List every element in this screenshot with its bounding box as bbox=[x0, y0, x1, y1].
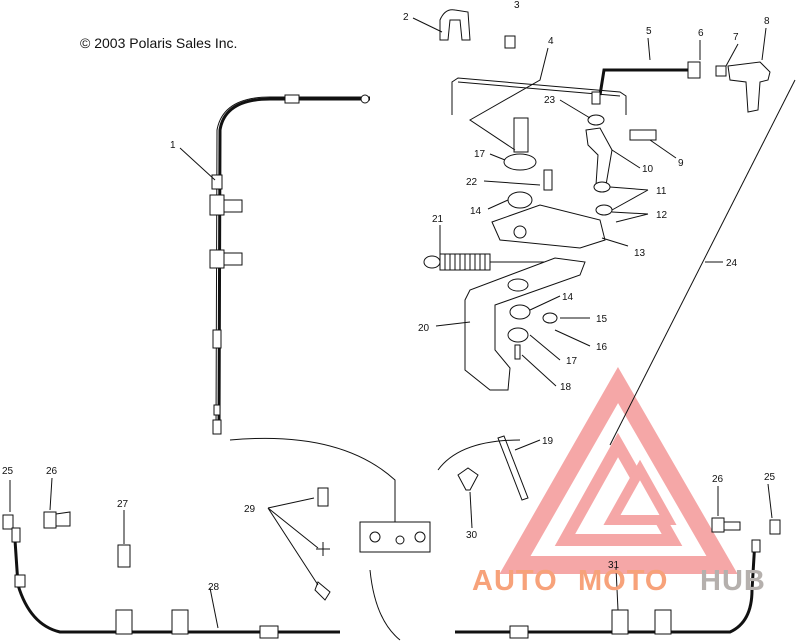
callout-31: 31 bbox=[608, 560, 620, 571]
cable-arc-right bbox=[437, 439, 521, 471]
callout-15: 15 bbox=[596, 314, 608, 325]
callout-17b: 17 bbox=[566, 356, 578, 367]
part-8-knob bbox=[727, 61, 771, 113]
callout-21: 21 bbox=[432, 214, 444, 225]
callout-26b: 26 bbox=[712, 474, 724, 485]
callout-1: 1 bbox=[170, 140, 176, 151]
part-19-pin bbox=[497, 435, 529, 501]
callout-17a: 17 bbox=[474, 149, 486, 160]
callout-22: 22 bbox=[466, 177, 478, 188]
callout-3: 3 bbox=[514, 0, 520, 11]
callout-23: 23 bbox=[544, 95, 556, 106]
callout-10: 10 bbox=[642, 164, 654, 175]
watermark-hub: HUB bbox=[700, 565, 766, 597]
callout-labels: 1 2 3 4 5 6 7 8 9 10 11 12 13 14 14 15 1… bbox=[2, 0, 776, 593]
callout-29: 29 bbox=[244, 504, 256, 515]
callout-4: 4 bbox=[548, 36, 554, 47]
pivot-assembly bbox=[491, 153, 606, 249]
watermark-auto: AUTO bbox=[472, 565, 558, 597]
watermark-text: AUTO MOTO HUB bbox=[472, 565, 766, 597]
cable-assembly-1 bbox=[209, 94, 370, 435]
leader-lines bbox=[9, 17, 773, 629]
cable-arc-left bbox=[229, 437, 401, 641]
part-30 bbox=[457, 467, 479, 491]
callout-20: 20 bbox=[418, 323, 430, 334]
callout-25b: 25 bbox=[764, 472, 776, 483]
callout-8: 8 bbox=[764, 16, 770, 27]
copyright-text: © 2003 Polaris Sales Inc. bbox=[80, 35, 238, 51]
callout-14b: 14 bbox=[562, 292, 574, 303]
callout-14a: 14 bbox=[470, 206, 482, 217]
callout-30: 30 bbox=[466, 530, 478, 541]
watermark-logo bbox=[499, 366, 738, 574]
callout-5: 5 bbox=[646, 26, 652, 37]
callout-12: 12 bbox=[656, 210, 668, 221]
callout-25a: 25 bbox=[2, 466, 14, 477]
callout-27: 27 bbox=[117, 499, 129, 510]
bracket-assembly bbox=[585, 91, 657, 216]
leader-24 bbox=[609, 79, 796, 446]
cable-assembly-31 bbox=[455, 517, 781, 639]
callout-19: 19 bbox=[542, 436, 554, 447]
watermark-moto: MOTO bbox=[578, 565, 668, 597]
callout-24: 24 bbox=[726, 258, 738, 269]
part-5-rod bbox=[598, 61, 701, 96]
callout-9: 9 bbox=[678, 158, 684, 169]
callout-2: 2 bbox=[403, 12, 409, 23]
callout-26a: 26 bbox=[46, 466, 58, 477]
callout-13: 13 bbox=[634, 248, 646, 259]
callout-18: 18 bbox=[560, 382, 572, 393]
callout-16: 16 bbox=[596, 342, 608, 353]
cable-assembly-28 bbox=[2, 511, 340, 639]
part-20-lever bbox=[464, 257, 586, 391]
part-29-group bbox=[267, 487, 431, 601]
part-2-clip bbox=[439, 9, 471, 41]
callout-28: 28 bbox=[208, 582, 220, 593]
callout-7: 7 bbox=[733, 32, 739, 43]
callout-11: 11 bbox=[656, 186, 667, 197]
part-3 bbox=[504, 35, 516, 49]
part-7 bbox=[715, 65, 727, 77]
callout-6: 6 bbox=[698, 28, 704, 39]
part-21-spring bbox=[423, 253, 550, 271]
